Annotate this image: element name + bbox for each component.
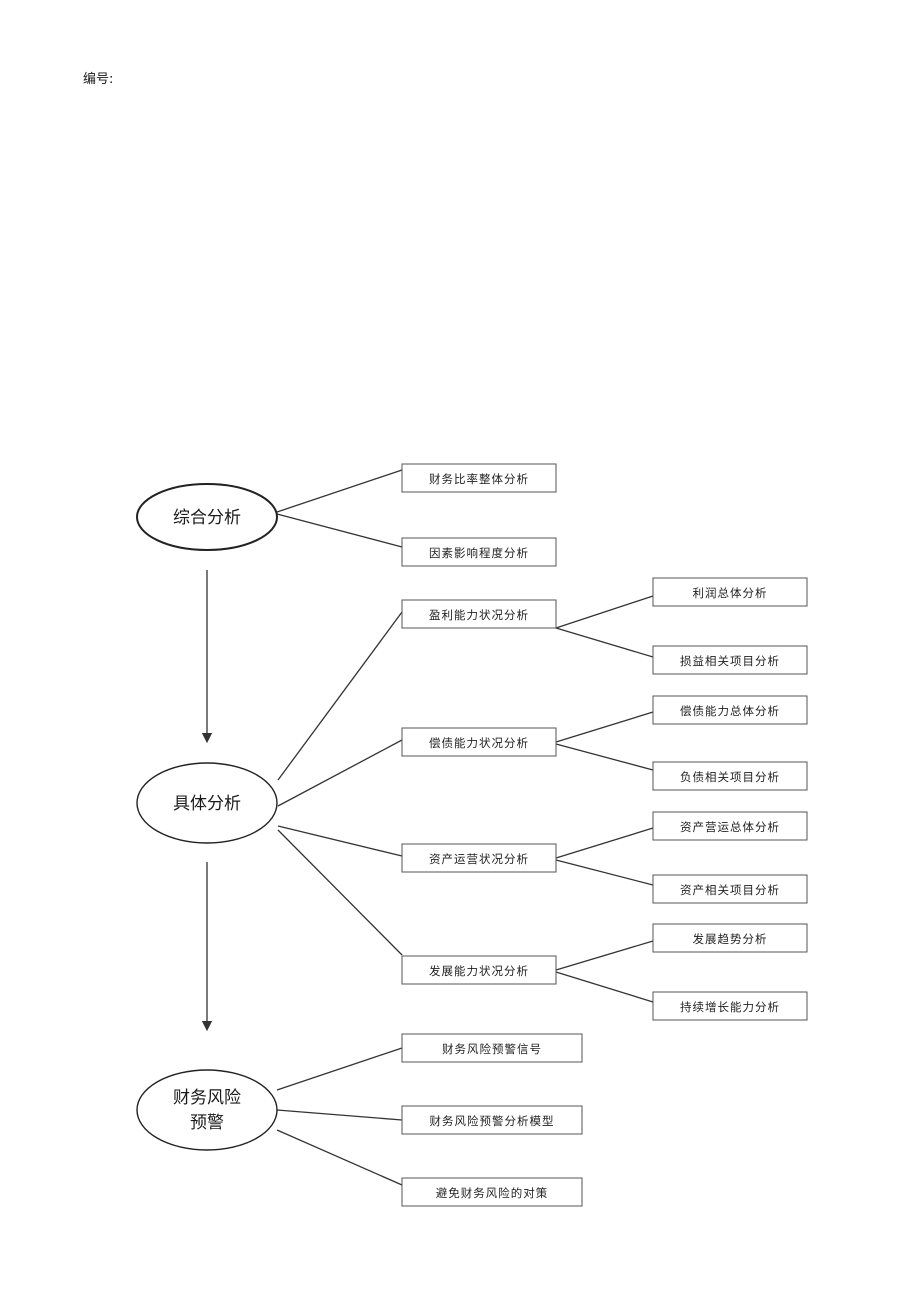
box-profit-related [652, 645, 808, 675]
box-operation [401, 843, 557, 873]
connector [555, 743, 654, 771]
box-solvency-total-label: 偿债能力总体分析 [680, 704, 780, 718]
connector [555, 859, 654, 886]
risk-warning-label-line2: 预警 [190, 1113, 224, 1133]
connector [277, 739, 403, 807]
connector [555, 827, 654, 859]
box-development-trend [652, 923, 808, 953]
specific-analysis-label: 具体分析 [173, 794, 241, 814]
box-solvency-label: 偿债能力状况分析 [429, 736, 529, 750]
connector [276, 1129, 403, 1186]
box-risk-measures-label: 避免财务风险的对策 [436, 1186, 549, 1200]
box-risk-signal [401, 1033, 583, 1063]
connector [276, 1047, 403, 1091]
box-profit-related-label: 损益相关项目分析 [680, 654, 780, 668]
box-operation-total [652, 811, 808, 841]
connector [276, 513, 403, 548]
box-operation-label: 资产运营状况分析 [429, 852, 529, 866]
connector [277, 825, 403, 857]
connector [277, 611, 403, 781]
box-sustainable-growth [652, 991, 808, 1021]
document-number-label: 编号: [83, 72, 114, 87]
connector [277, 829, 403, 956]
box-solvency-related [652, 761, 808, 791]
box-profitability [401, 599, 557, 629]
box-solvency [401, 727, 557, 757]
box-asset-related [652, 874, 808, 904]
box-risk-signal-label: 财务风险预警信号 [442, 1042, 542, 1056]
connector [276, 1109, 403, 1121]
box-risk-measures [401, 1177, 583, 1207]
box-profitability-label: 盈利能力状况分析 [429, 608, 529, 622]
box-profit-total-label: 利润总体分析 [693, 586, 768, 600]
connector [555, 971, 654, 1003]
box-ratio-overall-label: 财务比率整体分析 [429, 472, 529, 486]
box-factor-impact-label: 因素影响程度分析 [429, 546, 529, 560]
comprehensive-analysis-label: 综合分析 [173, 508, 241, 528]
box-solvency-related-label: 负债相关项目分析 [680, 770, 780, 784]
risk-warning-label-line1: 财务风险 [173, 1088, 241, 1108]
box-development-trend-label: 发展趋势分析 [693, 932, 768, 946]
box-sustainable-growth-label: 持续增长能力分析 [680, 1000, 780, 1014]
connector [555, 627, 654, 658]
connector [555, 595, 654, 629]
box-factor-impact [401, 537, 557, 567]
box-risk-model [401, 1105, 583, 1135]
box-profit-total [652, 577, 808, 607]
box-ratio-overall [401, 463, 557, 493]
risk-warning-node [136, 1069, 278, 1151]
specific-analysis-node [136, 762, 278, 844]
comprehensive-analysis-node [136, 483, 278, 551]
box-development-label: 发展能力状况分析 [429, 964, 529, 978]
connector [555, 711, 654, 743]
connector [276, 469, 403, 513]
box-risk-model-label: 财务风险预警分析模型 [430, 1114, 555, 1128]
box-operation-total-label: 资产营运总体分析 [680, 820, 780, 834]
connector [555, 940, 654, 971]
box-asset-related-label: 资产相关项目分析 [680, 883, 780, 897]
box-solvency-total [652, 695, 808, 725]
box-development [401, 955, 557, 985]
